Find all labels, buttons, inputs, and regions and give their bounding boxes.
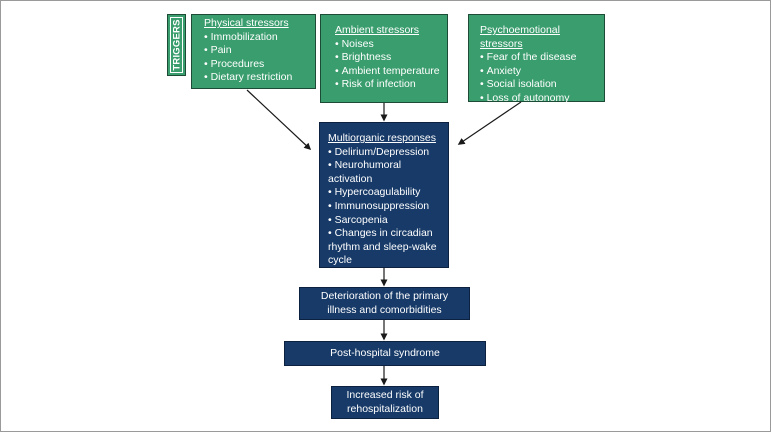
physical-stressors-title: Physical stressors — [204, 17, 289, 29]
rehospitalization-line-2: rehospitalization — [347, 402, 423, 415]
ambient-stressors-list: Noises Brightness Ambient temperature Ri… — [335, 38, 447, 92]
list-item: Neurohumoral activation — [328, 159, 444, 186]
list-item: Procedures — [204, 58, 315, 72]
list-item: Immobilization — [204, 31, 315, 45]
list-item: Sarcopenia — [328, 214, 444, 228]
triggers-tab-inner: TRIGGERS — [170, 17, 183, 73]
triggers-tab: TRIGGERS — [167, 14, 186, 76]
list-item: Immunosuppression — [328, 200, 444, 214]
ambient-stressors-box: Ambient stressors Noises Brightness Ambi… — [320, 14, 448, 103]
list-item: Pain — [204, 44, 315, 58]
post-hospital-syndrome-box: Post-hospital syndrome — [284, 341, 486, 366]
triggers-label: TRIGGERS — [171, 19, 182, 71]
multiorganic-responses-title: Multiorganic responses — [328, 132, 436, 144]
multiorganic-responses-list: Delirium/Depression Neurohumoral activat… — [328, 146, 444, 268]
ambient-stressors-title: Ambient stressors — [335, 24, 420, 36]
list-item: Anxiety — [480, 65, 604, 79]
psychoemotional-stressors-title: Psychoemotional stressors — [480, 24, 560, 50]
physical-stressors-box: Physical stressors Immobilization Pain P… — [191, 14, 316, 89]
psychoemotional-stressors-box: Psychoemotional stressors Fear of the di… — [468, 14, 605, 105]
psychoemotional-stressors-list: Fear of the disease Anxiety Social isola… — [480, 51, 604, 105]
list-item: Delirium/Depression — [328, 146, 444, 160]
list-item: Dietary restriction — [204, 71, 315, 85]
list-item: Social isolation — [480, 78, 604, 92]
list-item: Hypercoagulability — [328, 186, 444, 200]
physical-stressors-list: Immobilization Pain Procedures Dietary r… — [204, 31, 315, 85]
list-item: Fear of the disease — [480, 51, 604, 65]
post-hospital-syndrome-label: Post-hospital syndrome — [330, 346, 440, 359]
rehospitalization-line-1: Increased risk of — [346, 388, 424, 401]
list-item: Brightness — [335, 51, 447, 65]
rehospitalization-box: Increased risk of rehospitalization — [331, 386, 439, 419]
list-item: Loss of autonomy — [480, 92, 604, 106]
deterioration-line-2: illness and comorbidities — [327, 303, 442, 316]
list-item: Ambient temperature — [335, 65, 447, 79]
list-item: Changes in circadian rhythm and sleep-wa… — [328, 227, 444, 268]
deterioration-line-1: Deterioration of the primary — [320, 289, 449, 302]
list-item: Noises — [335, 38, 447, 52]
arrow-physical-to-multiorganic — [246, 89, 312, 151]
multiorganic-responses-box: Multiorganic responses Delirium/Depressi… — [319, 122, 449, 268]
list-item: Risk of infection — [335, 78, 447, 92]
deterioration-box: Deterioration of the primary illness and… — [299, 287, 470, 320]
arrow-psycho-to-multiorganic — [457, 101, 522, 145]
